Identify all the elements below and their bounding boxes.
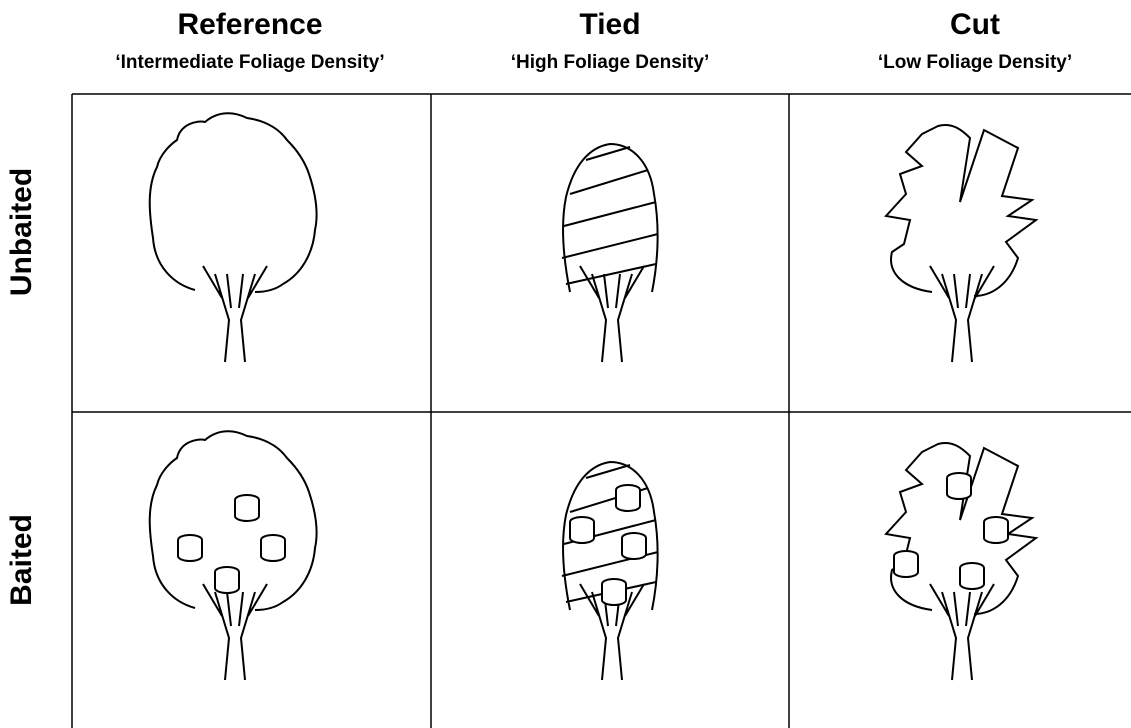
bait-icon (215, 567, 239, 593)
bait-icon (261, 535, 285, 561)
cell-reference-baited (150, 431, 317, 680)
bait-icon (894, 551, 918, 577)
tree-icon (886, 125, 1036, 362)
bait-icon (616, 485, 640, 511)
bait-icon (602, 579, 626, 605)
bait-icon (178, 535, 202, 561)
bait-icon (984, 517, 1008, 543)
bait-icon (947, 473, 971, 499)
tree-icon (150, 431, 317, 680)
tree-icon (562, 144, 658, 362)
cell-tied-baited (562, 462, 658, 680)
bait-icon (622, 533, 646, 559)
bait-icon (570, 517, 594, 543)
bait-icon (960, 563, 984, 589)
grid-lines (72, 94, 1131, 728)
tree-icon (562, 462, 658, 680)
cell-cut-unbaited (886, 125, 1036, 362)
cell-tied-unbaited (562, 144, 658, 362)
cell-reference-unbaited (150, 113, 317, 362)
tree-icon (150, 113, 317, 362)
bait-icon (235, 495, 259, 521)
cell-cut-baited (886, 443, 1036, 680)
